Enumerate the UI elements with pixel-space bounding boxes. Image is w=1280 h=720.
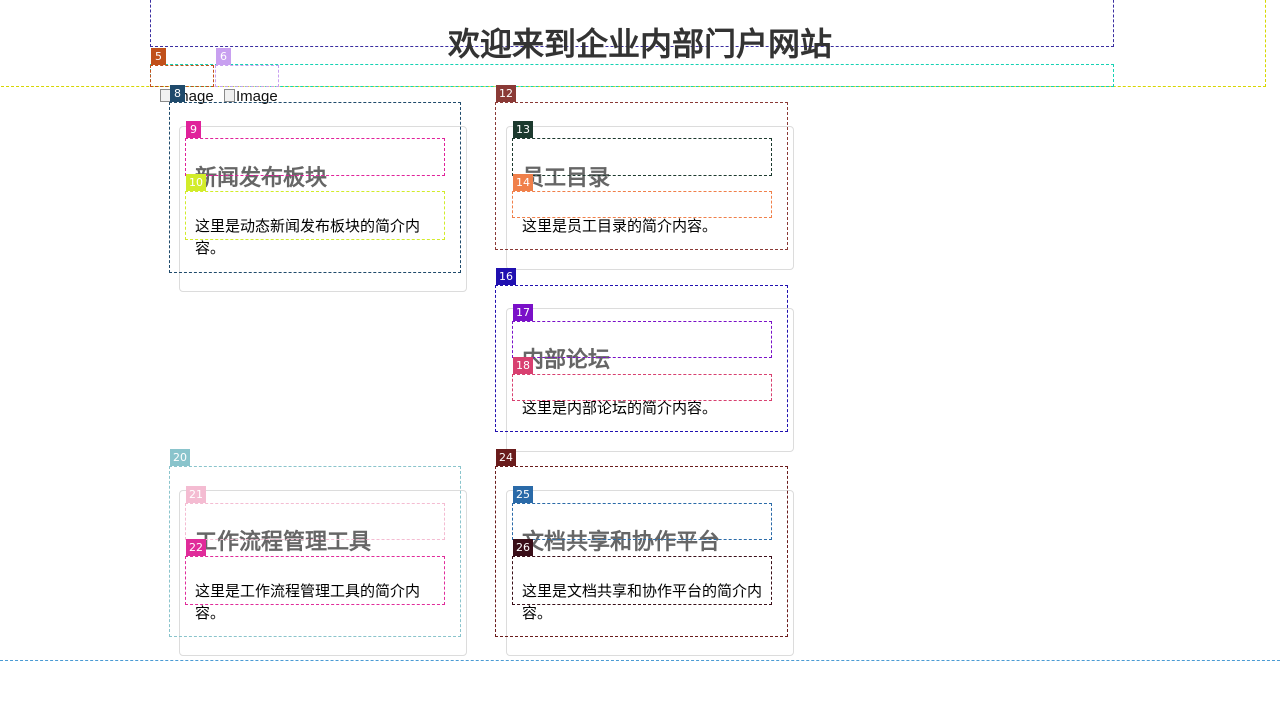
overlay-label: 22 [186,539,206,556]
overlay-label: 9 [186,121,201,138]
page-title: 欢迎来到企业内部门户网站 [448,25,833,63]
overlay-label: 6 [216,48,231,65]
card-description: 这里是内部论坛的简介内容。 [522,399,718,417]
card-employee-directory[interactable] [506,126,794,270]
title-outline-25: 25 [512,486,772,540]
overlay-label: 21 [186,486,206,503]
title-outline-9: 9 [185,121,445,176]
card-internal-forum[interactable] [506,308,794,452]
overlay-label: 24 [496,449,516,466]
overlay-label: 12 [496,85,516,102]
card-outline-24: 24 [495,449,788,637]
broken-image-2: Image [224,88,278,106]
overlay-label: 20 [170,449,190,466]
card-outline-16: 16 [495,268,788,432]
card-description: 这里是工作流程管理工具的简介内容。 [195,582,421,622]
card-title: 新闻发布板块 [195,166,328,191]
title-outline-13: 13 [512,121,772,176]
desc-outline-18: 18 [512,357,772,401]
card-outline-20: 20 [169,449,461,637]
card-title: 内部论坛 [522,348,611,373]
title-outline-17: 17 [512,304,772,358]
image-alt-text: Image [236,88,278,105]
nav-item-outline-6: 6 [215,48,279,87]
desc-outline-14: 14 [512,174,772,218]
overlay-label: 26 [513,539,533,556]
overlay-label: 25 [513,486,533,503]
card-description: 这里是员工目录的简介内容。 [522,217,718,235]
card-document-sharing[interactable] [506,490,794,656]
card-workflow-tools[interactable] [179,490,467,656]
card-outline-12: 12 [495,85,788,250]
card-title: 文档共享和协作平台 [522,530,721,555]
card-title: 工作流程管理工具 [195,530,372,555]
card-news[interactable] [179,126,467,292]
header-outline [150,0,1114,47]
desc-outline-26: 26 [512,539,772,605]
card-description: 这里是动态新闻发布板块的简介内容。 [195,217,421,257]
desc-outline-10: 10 [185,174,445,240]
desc-outline-22: 22 [185,539,445,605]
card-outline-8: 8 [169,85,461,273]
overlay-label: 18 [513,357,533,374]
broken-image-icon [224,89,235,102]
overlay-label: 5 [151,48,166,65]
card-title: 员工目录 [522,166,611,191]
card-description: 这里是文档共享和协作平台的简介内容。 [522,582,763,622]
nav-outline [150,64,1114,87]
footer-outline [0,660,1280,678]
overlay-label: 8 [170,85,185,102]
overlay-label: 14 [513,174,533,191]
overlay-label: 10 [186,174,206,191]
overlay-label: 17 [513,304,533,321]
title-outline-21: 21 [185,486,445,540]
overlay-label: 13 [513,121,533,138]
overlay-label: 16 [496,268,516,285]
nav-item-outline-5: 5 [150,48,214,87]
